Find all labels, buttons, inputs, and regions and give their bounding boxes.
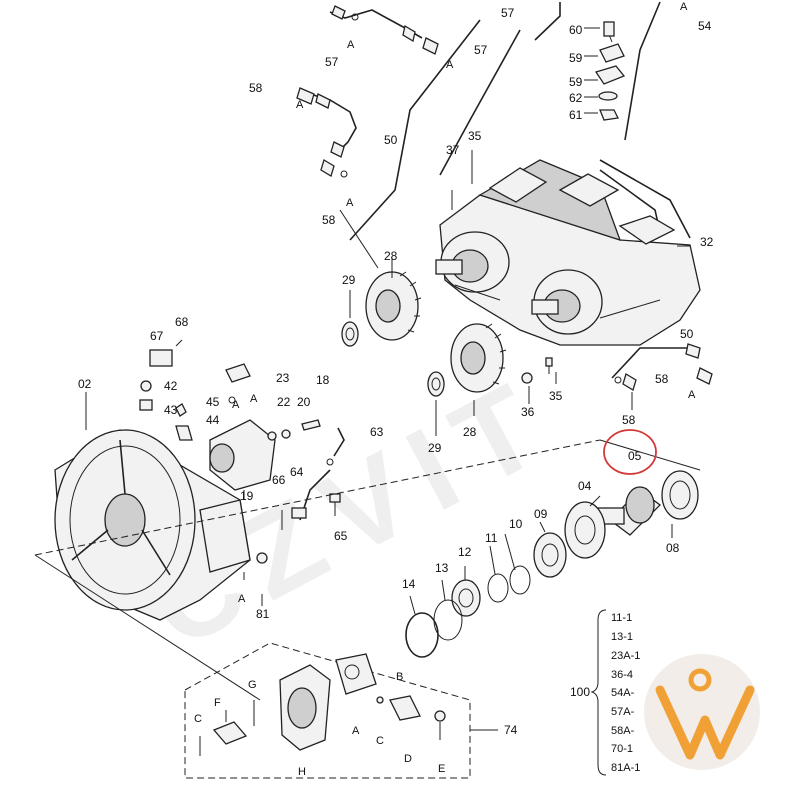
label-57-top: 57 (501, 6, 515, 20)
highlight-circle-05 (603, 429, 657, 475)
label-66: 66 (272, 473, 286, 487)
upper-pipes (296, 1, 691, 241)
label-100: 100 (570, 685, 590, 699)
label-59b: 59 (569, 75, 583, 89)
reference-lines (85, 150, 690, 731)
label-74: 74 (504, 723, 518, 737)
letter-c-kit: C (376, 735, 384, 747)
label-81: 81 (256, 607, 270, 621)
label-04: 04 (578, 479, 592, 493)
label-58-left: 58 (249, 81, 263, 95)
label-68: 68 (175, 315, 189, 329)
letter-a-57right: A (446, 59, 454, 71)
label-32: 32 (700, 235, 714, 249)
label-02: 02 (78, 377, 92, 391)
letter-a-58left: A (296, 99, 304, 111)
label-19: 19 (240, 489, 254, 503)
label-54: 54 (698, 19, 712, 33)
label-08: 08 (666, 541, 680, 555)
kit-item: 70-1 (611, 743, 633, 755)
letter-d: D (404, 753, 412, 765)
label-12: 12 (458, 545, 472, 559)
letter-a-kit: A (352, 725, 360, 737)
label-57-right: 57 (474, 43, 488, 57)
letter-a-58lower: A (346, 197, 354, 209)
letter-c-left: C (194, 713, 202, 725)
kit-item: 13-1 (611, 631, 633, 643)
letter-f: F (214, 697, 221, 709)
label-36: 36 (521, 405, 535, 419)
letter-a-57top: A (347, 39, 355, 51)
label-10: 10 (509, 517, 523, 531)
label-44: 44 (206, 413, 220, 427)
label-14: 14 (402, 577, 416, 591)
coupling-kit (184, 642, 471, 779)
main-pump (435, 159, 701, 346)
label-28-top: 28 (384, 249, 398, 263)
brand-logo (644, 654, 760, 770)
label-35-mid: 35 (549, 389, 563, 403)
gear-icon (688, 668, 712, 692)
label-67: 67 (150, 329, 164, 343)
kit-item: 36-4 (611, 669, 633, 681)
label-58-right-lower: 58 (622, 413, 636, 427)
label-28-bottom: 28 (463, 425, 477, 439)
label-45: 45 (206, 395, 220, 409)
letter-a-58right: A (688, 389, 696, 401)
gears-28 (341, 271, 553, 397)
letter-e: E (438, 763, 445, 775)
label-29-bottom: 29 (428, 441, 442, 455)
letter-a-45: A (232, 399, 240, 411)
label-58-right: 58 (655, 372, 669, 386)
label-29-top: 29 (342, 273, 356, 287)
label-22: 22 (277, 395, 291, 409)
label-64: 64 (290, 465, 304, 479)
small-fittings-left (139, 339, 268, 580)
label-61: 61 (569, 108, 583, 122)
label-65: 65 (334, 529, 348, 543)
kit-item: 11-1 (611, 612, 632, 624)
label-09: 09 (534, 507, 548, 521)
label-18: 18 (316, 373, 330, 387)
label-62: 62 (569, 91, 583, 105)
letter-a-54: A (680, 1, 688, 13)
label-13: 13 (435, 561, 449, 575)
shaft-stack (34, 439, 701, 701)
kit-item: 54A- (611, 687, 635, 699)
letter-a-81: A (238, 593, 246, 605)
letter-b: B (396, 671, 403, 683)
letter-callouts: A A A A A A A A A F G C B A C D E H (194, 1, 696, 778)
right-pipe (611, 343, 713, 391)
logo-w-icon (655, 685, 755, 760)
kit-list: 11-1 13-1 23A-1 36-4 54A- 57A- 58A- 70-1… (590, 609, 640, 776)
label-50-left: 50 (384, 133, 398, 147)
kit-item: 58A- (611, 725, 635, 737)
label-20: 20 (297, 395, 311, 409)
label-37: 37 (446, 143, 460, 157)
label-43: 43 (164, 403, 178, 417)
label-58-lower: 58 (322, 213, 336, 227)
label-60: 60 (569, 23, 583, 37)
kit-item: 23A-1 (611, 650, 640, 662)
label-57-mid: 57 (325, 55, 339, 69)
bracket-hardware (584, 21, 626, 121)
label-63: 63 (370, 425, 384, 439)
letter-g: G (248, 679, 257, 691)
label-11: 11 (485, 531, 498, 545)
label-35-top: 35 (468, 129, 482, 143)
label-59a: 59 (569, 51, 583, 65)
part-numbers: 57 57 57 54 60 59 59 62 61 58 50 37 35 5… (78, 6, 714, 737)
motor-19 (209, 363, 345, 530)
kit-item: 81A-1 (611, 762, 640, 774)
label-42: 42 (164, 379, 178, 393)
label-05: 05 (628, 449, 642, 463)
label-50-right: 50 (680, 327, 694, 341)
kit-item: 57A- (611, 706, 635, 718)
letter-a-23: A (250, 393, 258, 405)
label-23: 23 (276, 371, 290, 385)
letter-h: H (298, 766, 306, 778)
housing-02 (54, 429, 251, 621)
